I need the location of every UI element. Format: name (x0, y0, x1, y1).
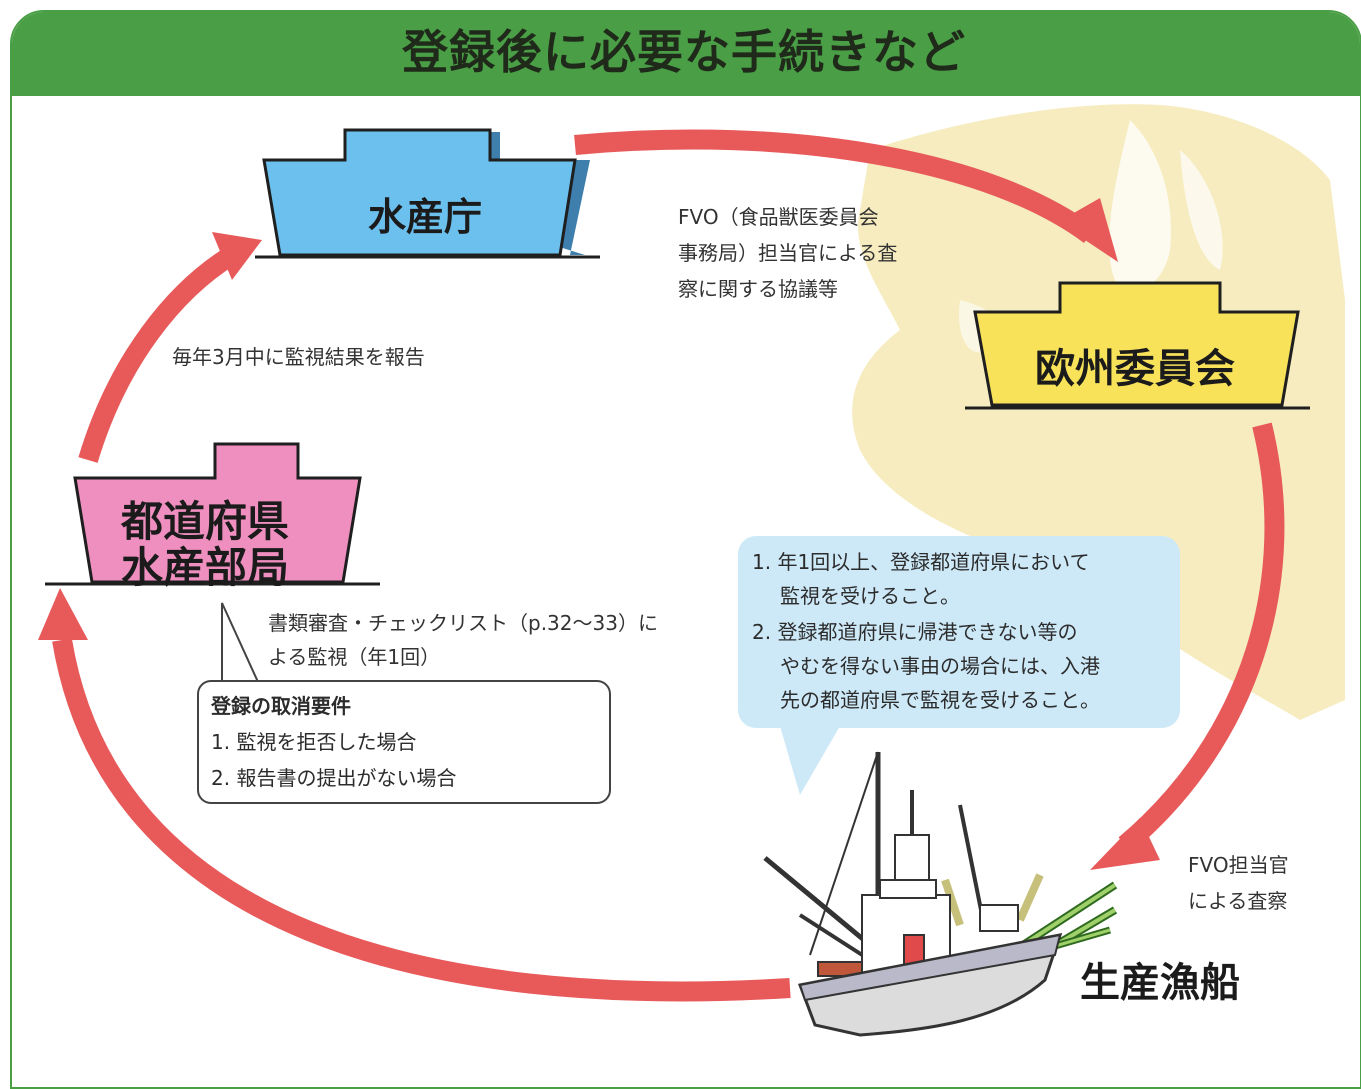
cancellation-heading: 登録の取消要件 (211, 694, 351, 718)
edge-label-agency-ec-3: 察に関する協議等 (678, 277, 838, 301)
requirement-2-line-3: 先の都道府県で監視を受けること。 (780, 688, 1100, 712)
page-title: 登録後に必要な手続きなど (402, 25, 966, 79)
node-vessel: 生産漁船 (1080, 960, 1240, 1006)
cancellation-item-2: 2. 報告書の提出がない場合 (211, 766, 457, 790)
blue-bubble-tail (780, 726, 840, 795)
arrow-head-prefecture (38, 588, 88, 640)
edge-label-ec-vessel-1: FVO担当官 (1188, 853, 1289, 877)
white-bubble-tail (221, 602, 260, 683)
node-prefecture-line2: 水産部局 (120, 543, 289, 592)
cancellation-requirements-box: 登録の取消要件 1. 監視を拒否した場合 2. 報告書の提出がない場合 (197, 680, 611, 804)
fishing-vessel-illustration (763, 751, 1118, 1037)
header-bar (12, 12, 1360, 96)
edge-label-agency-ec-2: 事務局）担当官による査 (678, 241, 898, 265)
requirement-1-line-2: 監視を受けること。 (780, 584, 960, 608)
edge-label-agency-ec-1: FVO（食品獣医委員会 (678, 205, 879, 229)
edge-label-vessel-prefecture-2: よる監視（年1回） (268, 645, 441, 669)
edge-label-prefecture-agency: 毎年3月中に監視結果を報告 (172, 345, 425, 369)
node-european-commission: 欧州委員会 (1035, 346, 1235, 392)
cancellation-item-1: 1. 監視を拒否した場合 (211, 730, 417, 754)
requirement-2-line-1: 2. 登録都道府県に帰港できない等の (752, 620, 1078, 644)
requirement-1-line-1: 1. 年1回以上、登録都道府県において (752, 550, 1090, 574)
requirement-2-line-2: やむを得ない事由の場合には、入港 (780, 654, 1100, 678)
monitoring-requirements-bubble: 1. 年1回以上、登録都道府県において 監視を受けること。 2. 登録都道府県に… (738, 536, 1180, 728)
edge-label-vessel-prefecture-1: 書類審査・チェックリスト（p.32〜33）に (268, 611, 658, 635)
edge-label-ec-vessel-2: による査察 (1188, 889, 1288, 913)
node-fisheries-agency: 水産庁 (367, 195, 482, 239)
